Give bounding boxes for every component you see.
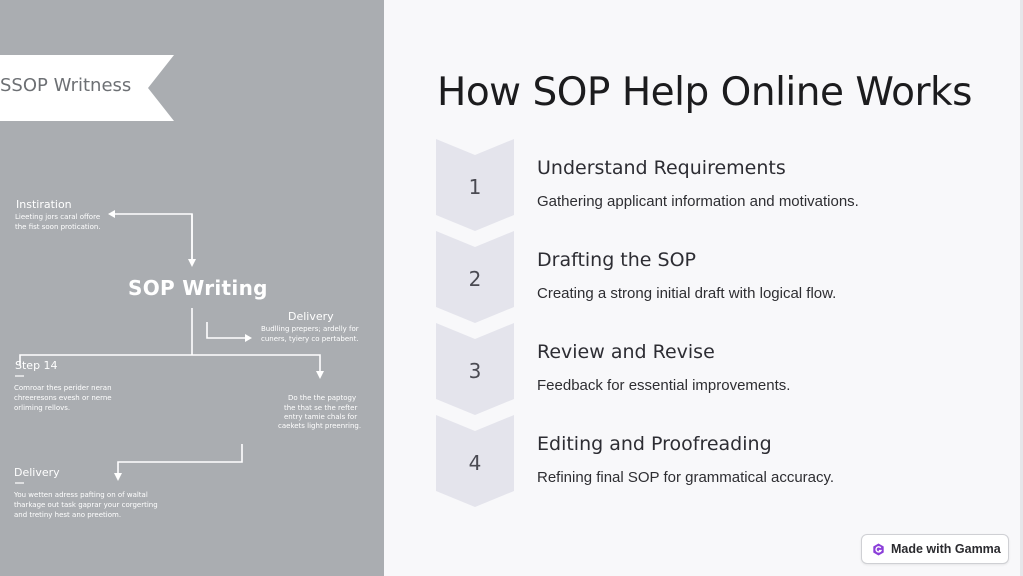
step-number: 3 [468,359,482,383]
flow-arrows [15,210,324,484]
step-title: Understand Requirements [537,157,786,179]
step14-title: Step 14 [15,359,58,372]
delivery-text-1a: Budlling prepers; ardelly for [261,325,359,333]
step14-text-3: orliming rellovs. [14,404,71,412]
step-title: Review and Revise [537,341,715,363]
delivery-text-2a: You wetten adress pafting on of waltal [14,491,148,499]
page-title: How SOP Help Online Works [437,70,972,115]
inspiration-title: Instiration [16,198,72,211]
step-number: 1 [468,175,482,199]
window-edge [1020,0,1023,576]
delivery-text-1b: cuners, tyiery co pertabent. [261,335,359,343]
right-note-2: the that se the refter [284,404,358,412]
delivery-text-2b: tharkage out task gaprar your corgerting [14,501,158,509]
delivery-title-2: Delivery [14,466,60,479]
step14-text-1: Comroar thes perider neran [14,384,112,392]
step-item-4: 4 Editing and Proofreading Refining fina… [436,415,996,507]
chevron-shape [436,139,514,231]
illustration-panel: SSOP Writness [0,0,384,576]
step-item-3: 3 Review and Revise Feedback for essenti… [436,323,996,415]
delivery-title-1: Delivery [288,310,334,323]
gamma-logo-icon [873,542,884,556]
right-note-3: entry tamie chals for [284,413,358,421]
delivery-text-2c: and tretiny hest ano preetiom. [14,511,122,519]
center-title: SOP Writing [128,276,268,300]
content-panel: How SOP Help Online Works 1 Understand R… [384,0,1023,576]
chevron-shape [436,323,514,415]
inspiration-text-1: Lieeting jors caral offore [15,213,101,221]
step14-text-2: chreeresons evesh or nerne [14,394,112,402]
step-description: Feedback for essential improvements. [537,377,791,394]
right-note-1: Do the the paptogy [288,394,357,402]
inspiration-text-2: the fist soon protication. [15,223,101,231]
ribbon-shape [0,55,174,121]
right-note-4: caekets light preenring. [278,422,362,430]
chevron-shape [436,231,514,323]
banner-text: SSOP Writness [0,75,132,96]
step-number: 4 [468,451,482,475]
step-description: Refining final SOP for grammatical accur… [537,469,835,486]
step-title: Editing and Proofreading [537,433,772,455]
step-number: 2 [468,267,482,291]
badge-label: Made with Gamma [891,542,1001,556]
step-item-1: 1 Understand Requirements Gathering appl… [436,139,996,231]
chevron-shape [436,415,514,507]
step-description: Gathering applicant information and moti… [537,193,859,210]
step-description: Creating a strong initial draft with log… [537,285,837,302]
step-item-2: 2 Drafting the SOP Creating a strong ini… [436,231,996,323]
banner-ribbon: SSOP Writness [0,55,174,121]
made-with-gamma-button[interactable]: Made with Gamma [861,534,1009,564]
step-title: Drafting the SOP [537,249,697,271]
